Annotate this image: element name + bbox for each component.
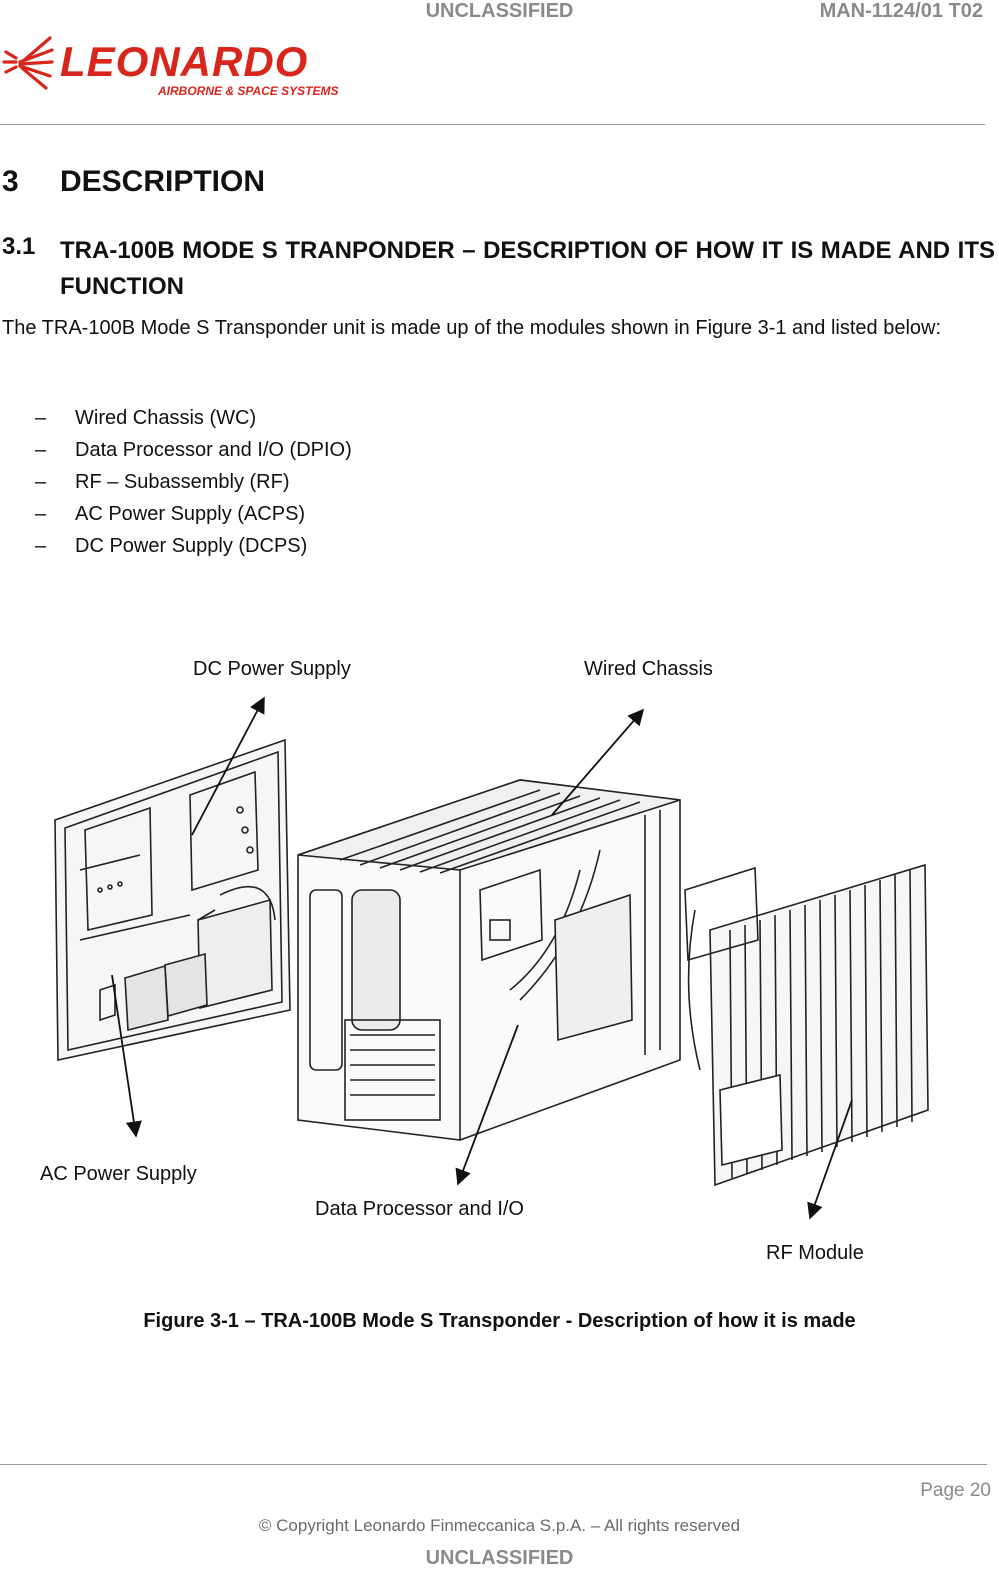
list-item: – AC Power Supply (ACPS)	[0, 498, 352, 530]
footer-classification: UNCLASSIFIED	[425, 1547, 574, 1569]
copyright-notice: © Copyright Leonardo Finmeccanica S.p.A.…	[258, 1516, 741, 1535]
figure-label-dc-power-supply: DC Power Supply	[193, 658, 351, 680]
list-dash: –	[35, 407, 47, 429]
list-item-label: AC Power Supply (ACPS)	[75, 503, 306, 525]
transponder-exploded-drawing	[54, 696, 929, 1220]
list-item-label: Wired Chassis (WC)	[75, 407, 257, 429]
section-title: DESCRIPTION	[60, 165, 266, 198]
logo-subtitle: AIRBORNE & SPACE SYSTEMS	[158, 84, 339, 98]
figure-label-wired-chassis: Wired Chassis	[584, 658, 713, 680]
wired-chassis-body	[297, 779, 681, 1141]
logo-wordmark: LEONARDO	[60, 38, 309, 85]
rf-module-body	[684, 863, 929, 1187]
list-item-label: DC Power Supply (DCPS)	[75, 535, 308, 557]
header-doc-id: MAN-1124/01 T02	[819, 0, 983, 22]
figure-label-ac-power-supply: AC Power Supply	[40, 1163, 197, 1185]
list-dash: –	[35, 503, 47, 525]
leader-arrows	[111, 696, 853, 1220]
list-item: – Wired Chassis (WC)	[0, 402, 352, 434]
subsection-number: 3.1	[2, 233, 36, 260]
footer-rule	[0, 1464, 987, 1465]
power-supply-board	[54, 738, 291, 1061]
intro-paragraph: The TRA-100B Mode S Transponder unit is …	[2, 317, 942, 339]
section-number: 3	[2, 165, 19, 198]
figure-label-data-processor: Data Processor and I/O	[315, 1198, 524, 1220]
list-item: – RF – Subassembly (RF)	[0, 466, 352, 498]
page-number: Page 20	[920, 1480, 991, 1501]
subsection-title: TRA-100B MODE S TRANPONDER – DESCRIPTION…	[60, 237, 995, 300]
module-list: – Wired Chassis (WC) – Data Processor and …	[0, 402, 352, 562]
leonardo-logo-icon	[2, 36, 54, 90]
list-dash: –	[35, 439, 47, 461]
list-item-label: Data Processor and I/O (DPIO)	[75, 439, 352, 461]
list-dash: –	[35, 535, 47, 557]
list-item: – DC Power Supply (DCPS)	[0, 530, 352, 562]
list-item-label: RF – Subassembly (RF)	[75, 471, 290, 493]
header-classification: UNCLASSIFIED	[425, 0, 574, 22]
figure-caption: Figure 3-1 – TRA-100B Mode S Transponder…	[143, 1310, 856, 1332]
figure-label-rf-module: RF Module	[766, 1242, 864, 1264]
list-dash: –	[35, 471, 47, 493]
header-rule	[0, 124, 985, 125]
list-item: – Data Processor and I/O (DPIO)	[0, 434, 352, 466]
